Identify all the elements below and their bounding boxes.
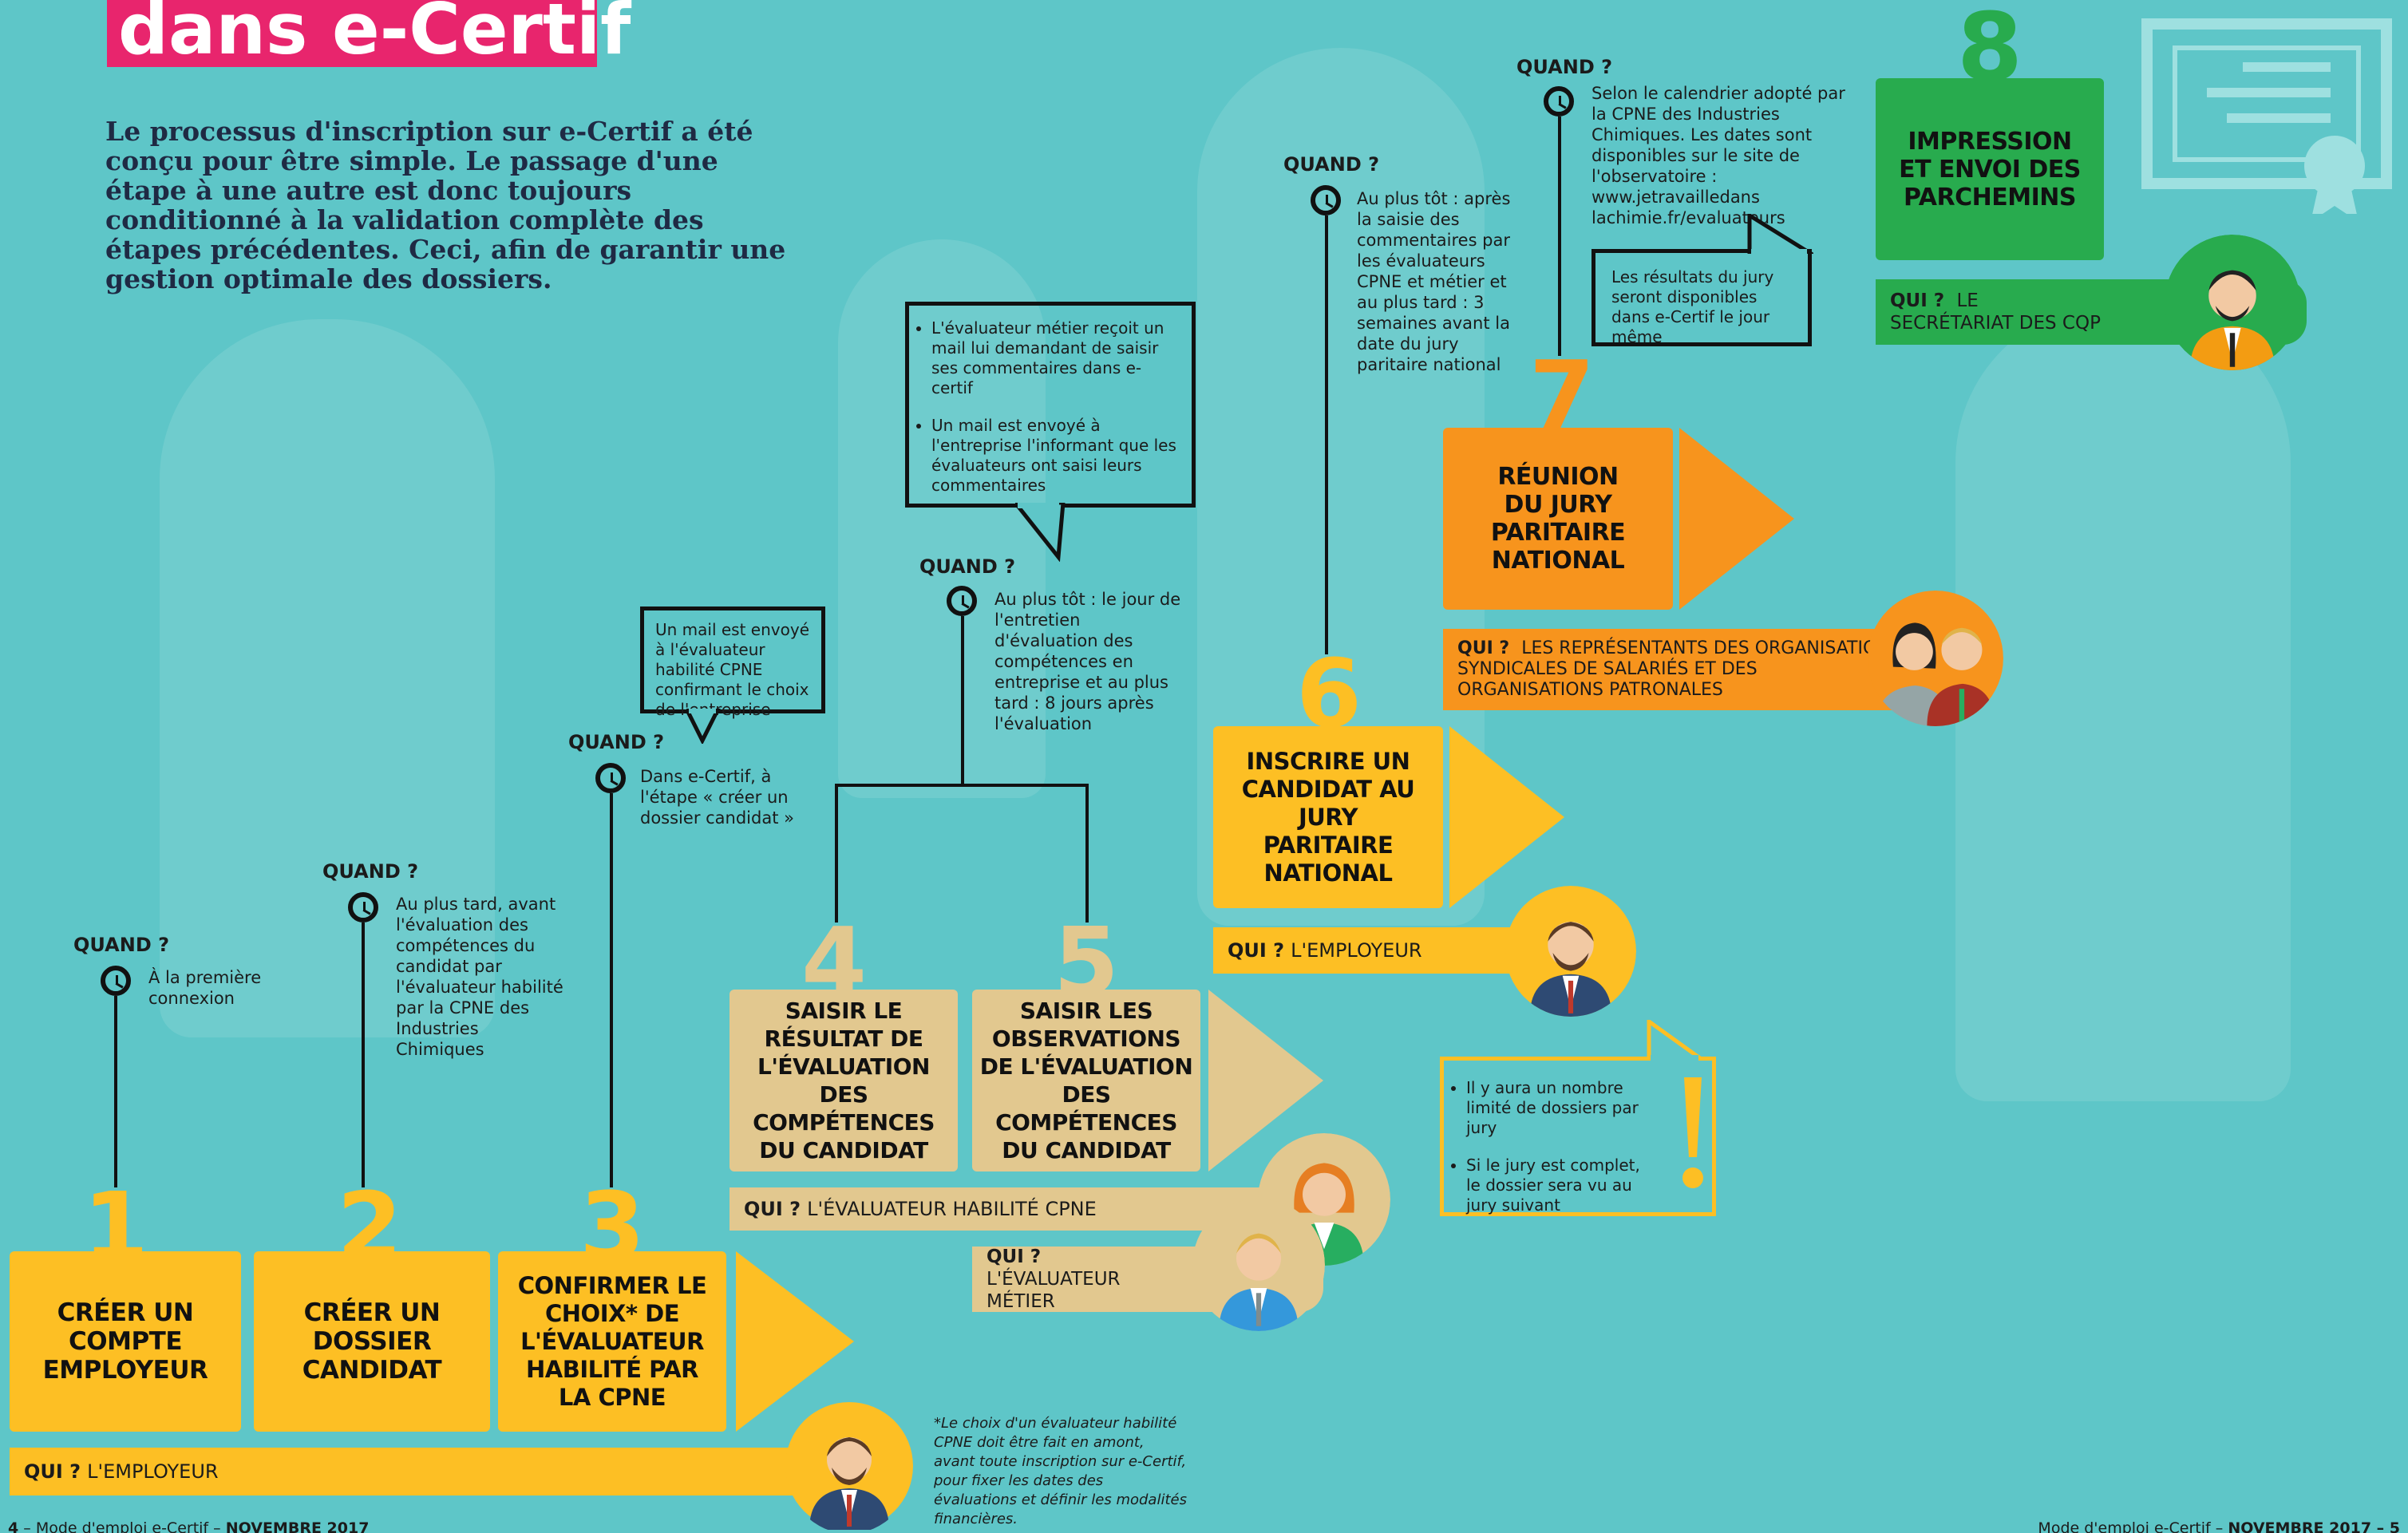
- person-avatar: [1192, 1199, 1325, 1331]
- intro-paragraph: Le processus d'inscription sur e-Certif …: [105, 116, 786, 294]
- callout-tail: [686, 709, 721, 744]
- when-label: QUAND ?: [322, 860, 419, 883]
- step-box-1: CRÉER UN COMPTE EMPLOYEUR: [10, 1251, 241, 1432]
- callout-step-4-5: L'évaluateur métier reçoit un mail lui d…: [905, 302, 1196, 508]
- footer-text: – Mode d'emploi e-Certif –: [18, 1519, 226, 1533]
- step-box-5: SAISIR LES OBSERVATIONS DE L'ÉVALUATION …: [972, 990, 1200, 1171]
- exclamation-icon: [1682, 1077, 1703, 1188]
- connector-line: [1325, 215, 1328, 654]
- callout-bullet: L'évaluateur métier reçoit un mail lui d…: [931, 318, 1182, 398]
- clock-icon: [1311, 185, 1341, 215]
- who-text: L'EMPLOYEUR: [87, 1460, 219, 1483]
- connector-line: [961, 616, 964, 785]
- clock-icon: [947, 586, 977, 616]
- background-silhouette: [1955, 303, 2291, 1101]
- arrow-step-7: [1679, 428, 1794, 610]
- step-box-2: CRÉER UN DOSSIER CANDIDAT: [254, 1251, 490, 1432]
- callout-tail: [1015, 503, 1066, 562]
- step-number-7: 7: [1528, 340, 1595, 450]
- callout-tail: [1747, 214, 1813, 254]
- who-bar-employer: QUI ? L'EMPLOYEUR: [10, 1448, 840, 1495]
- callout-bullet: Si le jury est complet, le dossier sera …: [1466, 1156, 1648, 1215]
- step-box-6: INSCRIRE UN CANDIDAT AU JURY PARITAIRE N…: [1213, 726, 1443, 908]
- callout-bullet: Un mail est envoyé à l'entreprise l'info…: [931, 416, 1182, 496]
- who-label: QUI ?: [744, 1198, 801, 1220]
- footer-text: Mode d'emploi e-Certif –: [2038, 1519, 2228, 1533]
- who-text: L'ÉVALUATEUR MÉTIER: [987, 1269, 1121, 1312]
- who-label: QUI ?: [1890, 290, 1945, 311]
- who-label: QUI ?: [987, 1247, 1042, 1267]
- step-box-7: RÉUNION DU JURY PARITAIRE NATIONAL: [1443, 428, 1673, 610]
- step-box-4: SAISIR LE RÉSULTAT DE L'ÉVALUATION DES C…: [730, 990, 958, 1171]
- connector-line: [1085, 784, 1089, 923]
- step-box-8: IMPRESSION ET ENVOI DES PARCHEMINS: [1876, 78, 2104, 260]
- page-number: – 5: [2371, 1519, 2400, 1533]
- step-number-6: 6: [1295, 638, 1362, 749]
- who-text: LES REPRÉSENTANTS DES ORGANISATIONS SYND…: [1457, 638, 1901, 700]
- connector-line: [835, 784, 1089, 787]
- background-silhouette: [838, 239, 1046, 798]
- clock-icon: [348, 892, 378, 923]
- page-number: 4: [8, 1519, 19, 1533]
- who-label: QUI ?: [24, 1460, 81, 1483]
- step-box-3: CONFIRMER LE CHOIX* DE L'ÉVALUATEUR HABI…: [498, 1251, 726, 1432]
- callout-step-7: Les résultats du jury seront disponibles…: [1591, 249, 1812, 346]
- when-text-step-7: Selon le calendrier adopté par la CPNE d…: [1591, 84, 1845, 227]
- footer-left: 4 – Mode d'emploi e-Certif – NOVEMBRE 20…: [8, 1519, 369, 1533]
- when-text-step-4-5: Au plus tôt : le jour de l'entretien d'é…: [994, 590, 1181, 733]
- certificate-icon: [2141, 18, 2392, 214]
- arrow-step-1-3: [736, 1251, 854, 1432]
- who-text: LE SECRÉTARIAT DES CQP: [1890, 290, 2101, 334]
- callout-jury-info: Il y aura un nombre limité de dossiers p…: [1440, 1057, 1716, 1216]
- person-avatar: [785, 1402, 913, 1530]
- callout-tail: [1647, 1020, 1706, 1061]
- who-bar-representatives: QUI ? LES REPRÉSENTANTS DES ORGANISATION…: [1443, 629, 1922, 710]
- when-label: QUAND ?: [568, 731, 665, 753]
- clock-icon: [1544, 86, 1574, 117]
- arrow-step-4-5: [1208, 990, 1323, 1171]
- when-label: QUAND ?: [1516, 56, 1613, 78]
- when-label: QUAND ?: [1283, 153, 1380, 176]
- connector-line: [1558, 117, 1561, 356]
- footer-right: Mode d'emploi e-Certif – NOVEMBRE 2017 –…: [2038, 1519, 2400, 1533]
- when-text-step-1: À la première connexion: [148, 968, 262, 1008]
- footer-date: NOVEMBRE 2017: [2228, 1519, 2372, 1533]
- who-label: QUI ?: [1457, 638, 1510, 658]
- footer-date: NOVEMBRE 2017: [225, 1519, 370, 1533]
- person-avatar: [1505, 886, 1636, 1017]
- clock-icon: [101, 966, 131, 996]
- when-text-step-2: Au plus tard, avant l'évaluation des com…: [396, 895, 563, 1059]
- when-text-step-3: Dans e-Certif, à l'étape « créer un doss…: [640, 767, 794, 828]
- callout-bullet: Il y aura un nombre limité de dossiers p…: [1466, 1078, 1648, 1138]
- person-avatar: [2165, 235, 2300, 370]
- when-label: QUAND ?: [919, 555, 1016, 578]
- connector-line: [362, 923, 365, 1187]
- person-avatar: [1868, 591, 2003, 726]
- connector-line: [114, 996, 117, 1187]
- connector-line: [610, 793, 613, 1187]
- when-label: QUAND ?: [73, 934, 170, 956]
- callout-step-3: Un mail est envoyé à l'évaluateur habili…: [640, 606, 825, 719]
- connector-line: [835, 784, 838, 923]
- who-text: L'EMPLOYEUR: [1291, 939, 1422, 962]
- clock-icon: [595, 763, 626, 793]
- who-label: QUI ?: [1228, 939, 1285, 962]
- arrow-step-6: [1449, 726, 1564, 908]
- who-text: L'ÉVALUATEUR HABILITÉ CPNE: [807, 1198, 1097, 1220]
- background-silhouette: [160, 319, 495, 1037]
- when-text-step-6: Au plus tôt : après la saisie des commen…: [1357, 189, 1511, 374]
- footnote: *Le choix d'un évaluateur habilité CPNE …: [934, 1415, 1187, 1527]
- page-title: dans e-Certif: [107, 0, 631, 67]
